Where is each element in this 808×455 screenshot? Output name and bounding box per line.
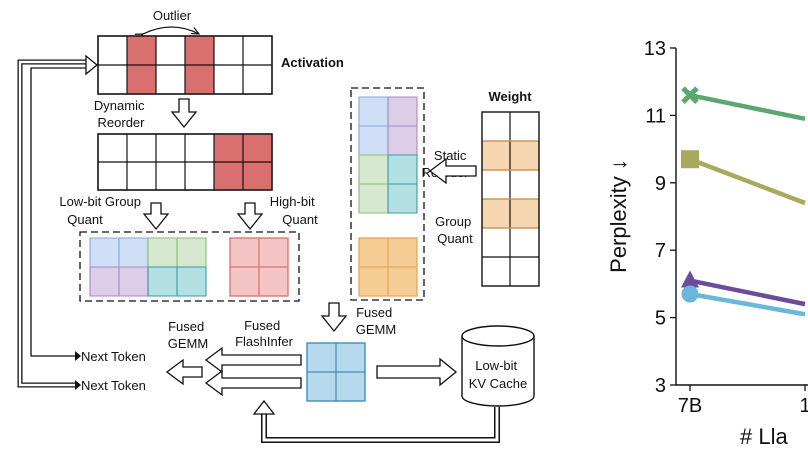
fused-gemm-right-label: Fused GEMM <box>356 305 396 337</box>
dynamic-reorder-label: Dynamic Reorder <box>94 98 148 130</box>
x-ticks: 7B 1 <box>678 385 808 417</box>
y-tick-label: 9 <box>655 173 666 195</box>
y-tick-label: 7 <box>655 240 666 262</box>
kv-return-arrow-head <box>252 399 276 415</box>
group-quant-label: Group Quant <box>435 214 475 246</box>
weight-label: Weight <box>488 89 532 104</box>
y-tick-label: 5 <box>655 308 666 330</box>
next-token-1: Next Token <box>81 349 146 364</box>
outlier-label: Outlier <box>153 8 192 23</box>
series-group <box>681 86 806 317</box>
loop-arrow-head <box>85 54 99 76</box>
y-tick-label: 3 <box>655 375 666 397</box>
series-marker-2 <box>681 150 699 169</box>
kv-cache-return-line <box>261 407 500 443</box>
low-bit-group-quant-label: Low-bit Group Quant <box>59 194 144 227</box>
quantized-activation-box <box>79 231 300 302</box>
series-marker-3 <box>681 270 699 288</box>
result-grid <box>306 342 366 402</box>
arrow-to-kv-cache <box>376 357 458 387</box>
next-token-2: Next Token <box>81 378 146 393</box>
arrow-gemm <box>204 369 302 397</box>
left-arrow-static-reorder <box>428 157 477 185</box>
kv-cache-cylinder <box>461 325 535 407</box>
series-line-4 <box>689 291 806 317</box>
activation-label: Activation <box>281 55 344 70</box>
high-bit-grid <box>229 237 289 297</box>
outlier-arrow <box>143 26 199 34</box>
x-axis-title: # Lla <box>740 424 788 449</box>
x-tick-label: 1 <box>799 395 808 417</box>
down-arrow-fused-gemm <box>320 302 348 333</box>
series-marker-1 <box>681 86 699 104</box>
y-axis-title: Perplexity ↓ <box>606 159 631 273</box>
y-ticks: 3 5 7 9 11 13 <box>644 38 676 397</box>
perplexity-chart: 3 5 7 9 11 13 7B 1 Perplexity ↓ # Lla <box>606 38 808 449</box>
quantized-weight-grid <box>358 96 418 297</box>
down-arrow-low-bit <box>142 202 170 231</box>
fused-flashinfer-label: Fused FlashInfer <box>235 318 293 349</box>
arrow-next-token-out <box>165 358 203 386</box>
x-tick-label: 7B <box>678 395 702 417</box>
kv-cache-label: Low-bit KV Cache <box>469 358 528 391</box>
high-bit-quant-label: High-bit Quant <box>270 194 318 227</box>
feedback-loop-inner <box>30 67 88 357</box>
reordered-activation-grid <box>97 133 273 191</box>
pipeline-diagram: Outlier Activation Dynamic Reorder Low-b… <box>17 8 540 443</box>
y-tick-label: 13 <box>644 38 666 60</box>
activation-grid <box>97 35 273 95</box>
fused-gemm-left-label: Fused GEMM <box>168 319 208 351</box>
down-arrow-high-bit <box>236 202 264 231</box>
series-line-3 <box>689 278 806 307</box>
series-marker-4 <box>681 285 699 303</box>
down-arrow-reorder <box>170 98 198 129</box>
series-line-1 <box>689 92 806 121</box>
weight-grid <box>481 111 540 287</box>
quantized-weight-box <box>350 87 425 301</box>
y-tick-label: 11 <box>645 105 666 127</box>
series-line-2 <box>689 157 806 206</box>
arrow-flashinfer <box>204 346 302 374</box>
low-bit-group-grid <box>89 237 207 297</box>
feedback-loop-outer-inner <box>18 60 88 387</box>
